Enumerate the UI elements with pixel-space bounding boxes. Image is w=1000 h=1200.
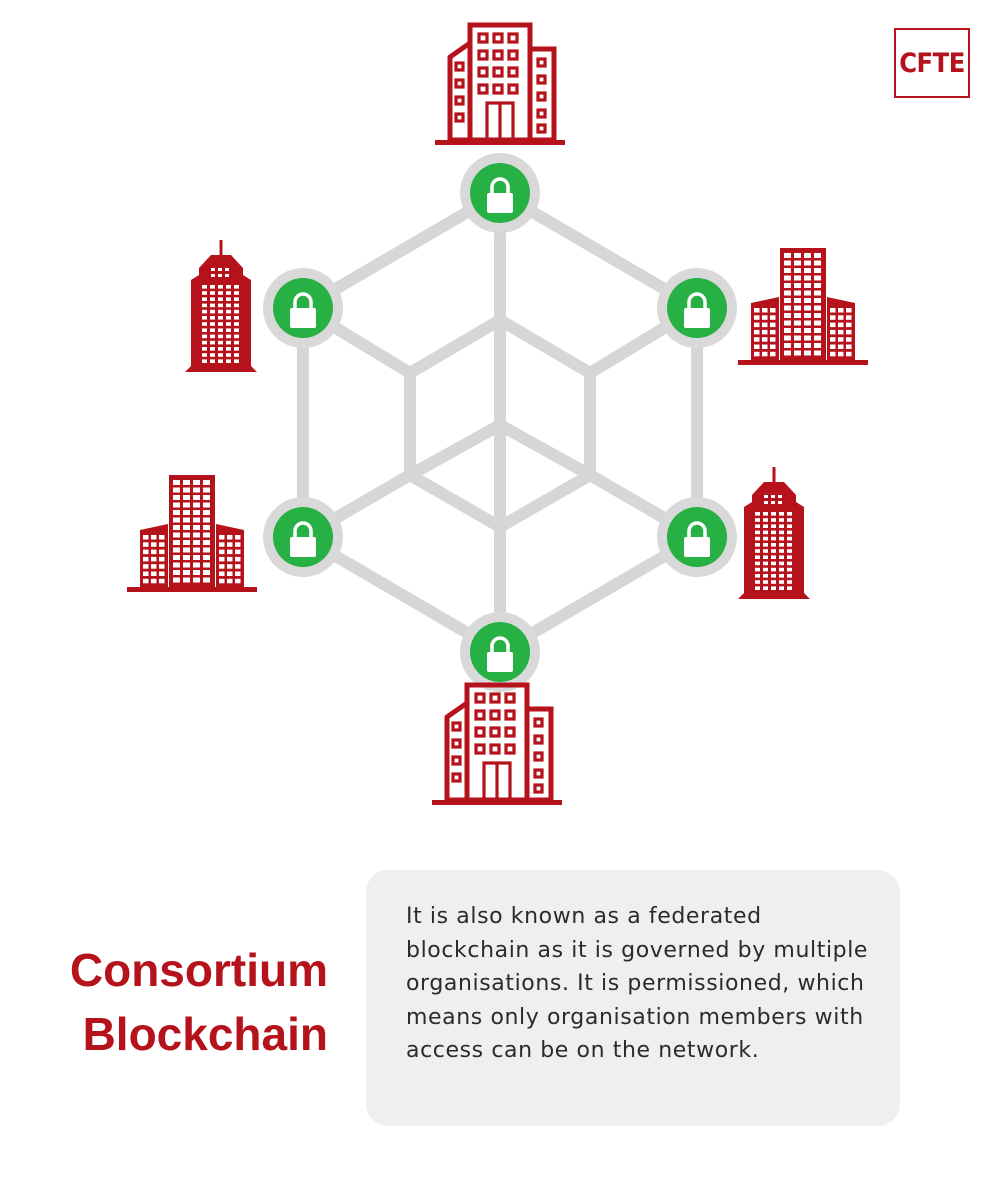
inner-edge [404, 314, 506, 379]
blockchain-node [263, 268, 343, 348]
blockchain-node [657, 497, 737, 577]
inner-edge [494, 469, 596, 533]
diagram-title: Consortium Blockchain [30, 938, 328, 1066]
blockchain-node [657, 268, 737, 348]
cube-edge [494, 419, 596, 481]
cube-edge [404, 419, 506, 481]
blockchain-node [460, 612, 540, 692]
blockchain-node [263, 497, 343, 577]
inner-edge [494, 314, 596, 379]
consortium-network-diagram [127, 0, 868, 840]
description-box: It is also known as a federated blockcha… [366, 870, 900, 1126]
cfte-logo: CFTE [894, 28, 970, 98]
description-text: It is also known as a federated blockcha… [406, 904, 869, 1063]
blockchain-node [460, 153, 540, 233]
network-nodes [263, 153, 737, 692]
city-buildings-icon [127, 475, 257, 592]
title-line-2: Blockchain [82, 1008, 328, 1060]
title-line-1: Consortium [69, 944, 328, 996]
network-edges [297, 187, 703, 658]
office-building-icon [432, 685, 562, 805]
office-building-icon [435, 25, 565, 145]
inner-edge [404, 469, 506, 533]
skyscraper-icon [736, 465, 812, 601]
city-buildings-icon [738, 248, 868, 365]
skyscraper-icon [183, 238, 259, 374]
